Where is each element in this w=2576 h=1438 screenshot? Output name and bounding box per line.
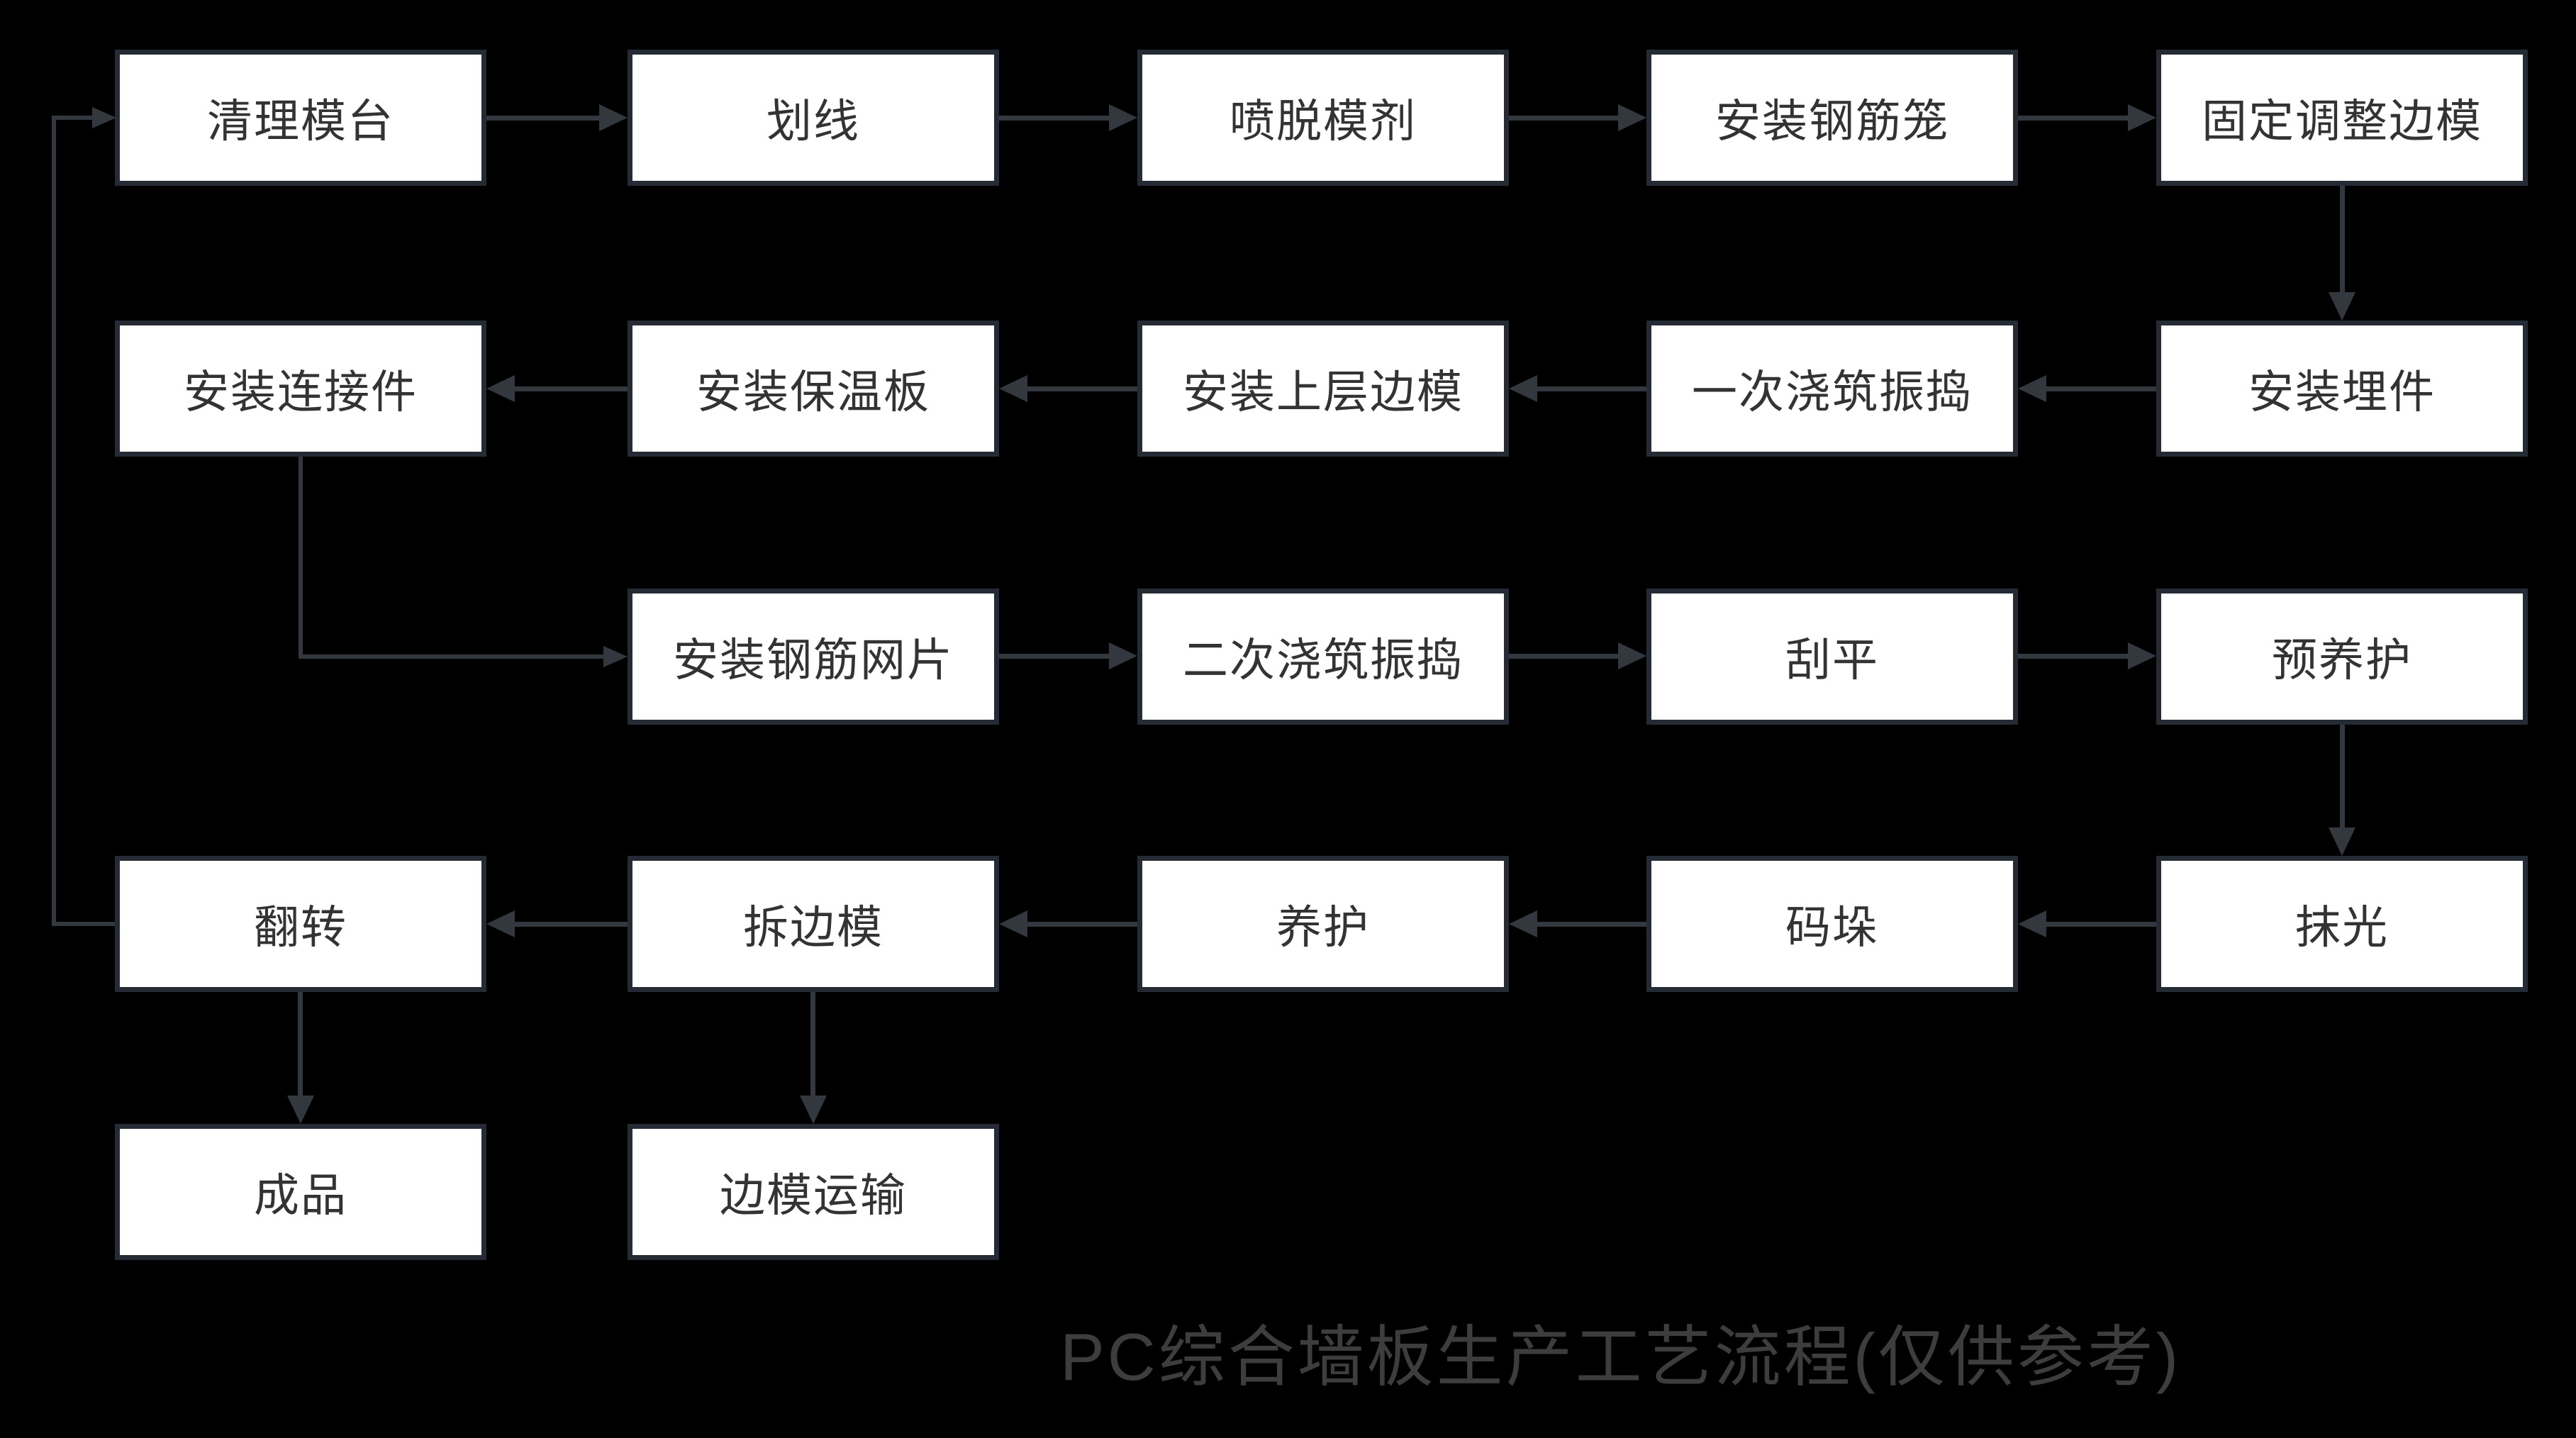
flow-node-install-rebar-cage: 安装钢筋笼 [1646, 50, 2018, 186]
arrow-head-down-icon [287, 1096, 314, 1124]
arrow-head-left-icon [1509, 375, 1537, 402]
flow-node-install-upper-side-forms: 安装上层边模 [1137, 321, 1509, 457]
arrow-shaft [2340, 725, 2345, 827]
flow-node-label: 翻转 [254, 902, 347, 953]
arrow-head-right-icon [1109, 104, 1137, 131]
arrow-shaft [298, 992, 303, 1096]
flow-node-label: 成品 [254, 1170, 347, 1221]
flow-node-label: 边模运输 [720, 1170, 907, 1221]
flow-node-side-form-transport: 边模运输 [628, 1124, 999, 1260]
flow-node-label: 安装连接件 [184, 367, 418, 418]
flow-node-label: 安装钢筋网片 [673, 635, 954, 686]
arrow-head-left-icon [486, 375, 515, 402]
flow-node-fix-adjust-side-forms: 固定调整边模 [2156, 50, 2528, 186]
flow-node-label: 安装埋件 [2248, 367, 2436, 418]
arrow-head-down-icon [2329, 292, 2355, 321]
flow-node-remove-side-forms: 拆边模 [628, 856, 999, 992]
flow-node-label: 拆边模 [743, 902, 883, 953]
flow-node-screeding: 刮平 [1646, 589, 2018, 725]
arrow-shaft [299, 457, 303, 657]
flow-node-line-marking: 划线 [628, 50, 999, 186]
arrow-head-right-icon [1618, 642, 1646, 669]
arrow-shaft [52, 116, 92, 120]
arrow-shaft [1509, 116, 1618, 121]
arrow-head-down-icon [2329, 827, 2355, 856]
flow-node-install-connectors: 安装连接件 [115, 321, 486, 457]
arrow-head-left-icon [486, 910, 515, 937]
flow-node-spray-release-agent: 喷脱模剂 [1137, 50, 1509, 186]
arrow-head-right-icon [1109, 642, 1137, 669]
flow-node-stacking: 码垛 [1646, 856, 2018, 992]
arrow-shaft [2018, 654, 2128, 659]
arrow-head-right-icon [2128, 642, 2156, 669]
flow-node-label: 划线 [766, 96, 860, 147]
arrow-shaft [1537, 386, 1646, 391]
arrow-head-right-icon [599, 104, 628, 131]
arrow-head-left-icon [2018, 375, 2046, 402]
flow-node-label: 二次浇筑振捣 [1183, 635, 1463, 686]
arrow-shaft [52, 116, 56, 926]
arrow-head-right-icon [603, 646, 628, 667]
flow-node-first-pour-vibrate: 一次浇筑振捣 [1646, 321, 2018, 457]
arrow-shaft [1027, 922, 1137, 927]
flow-node-install-insulation-board: 安装保温板 [628, 321, 999, 457]
flow-node-label: 一次浇筑振捣 [1692, 367, 1973, 418]
arrow-head-left-icon [2018, 910, 2046, 937]
arrow-head-down-icon [800, 1096, 827, 1124]
flow-node-finished-product: 成品 [115, 1124, 486, 1260]
flow-node-flipping: 翻转 [115, 856, 486, 992]
flow-node-label: 安装保温板 [696, 367, 930, 418]
flow-node-label: 养护 [1276, 902, 1370, 953]
flow-node-trowel-finish: 抹光 [2156, 856, 2528, 992]
flow-node-label: 刮平 [1785, 635, 1879, 686]
arrow-shaft [299, 654, 603, 659]
arrow-shaft [515, 922, 628, 927]
flow-node-install-embedded-parts: 安装埋件 [2156, 321, 2528, 457]
arrow-shaft [486, 116, 599, 121]
flow-node-install-rebar-mesh: 安装钢筋网片 [628, 589, 999, 725]
arrow-head-right-icon [2128, 104, 2156, 131]
flow-node-label: 预养护 [2272, 635, 2412, 686]
flow-node-label: 固定调整边模 [2202, 96, 2482, 147]
arrow-shaft [515, 386, 628, 391]
arrow-shaft [1509, 654, 1618, 659]
flow-node-second-pour-vibrate: 二次浇筑振捣 [1137, 589, 1509, 725]
flow-node-pre-curing: 预养护 [2156, 589, 2528, 725]
flow-node-label: 安装上层边模 [1183, 367, 1463, 418]
arrow-head-left-icon [999, 910, 1027, 937]
arrow-shaft [810, 992, 815, 1096]
arrow-shaft [53, 922, 115, 926]
flow-node-label: 喷脱模剂 [1230, 96, 1417, 147]
arrow-shaft [2046, 386, 2156, 391]
arrow-head-right-icon [92, 107, 116, 128]
arrow-shaft [2018, 116, 2128, 121]
arrow-head-right-icon [1618, 104, 1646, 131]
arrow-shaft [1027, 386, 1137, 391]
flow-node-label: 码垛 [1785, 902, 1879, 953]
arrow-shaft [1537, 922, 1646, 927]
diagram-title: PC综合墙板生产工艺流程(仅供参考) [1060, 1320, 2182, 1394]
flow-node-curing: 养护 [1137, 856, 1509, 992]
arrow-shaft [999, 654, 1109, 659]
arrow-shaft [2340, 186, 2345, 292]
arrow-head-left-icon [999, 375, 1027, 402]
arrow-shaft [999, 116, 1109, 121]
flow-node-label: 抹光 [2295, 902, 2389, 953]
flow-node-label: 安装钢筋笼 [1715, 96, 1949, 147]
flow-node-clean-mold-table: 清理模台 [115, 50, 486, 186]
flow-node-label: 清理模台 [207, 96, 394, 147]
arrow-head-left-icon [1509, 910, 1537, 937]
arrow-shaft [2046, 922, 2156, 927]
